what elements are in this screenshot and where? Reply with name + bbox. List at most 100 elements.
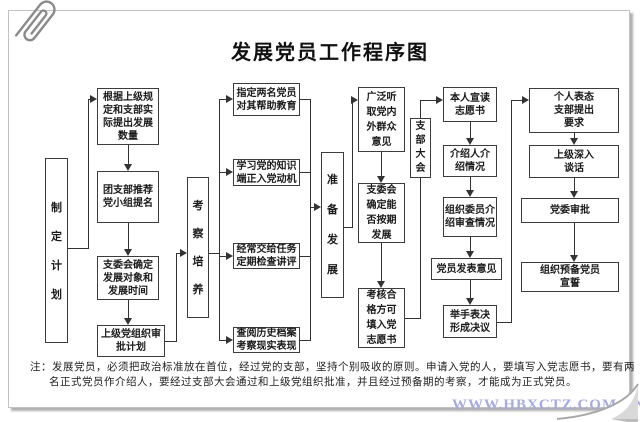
node-label: 组织委员介绍审查情况 [445,205,495,229]
stage-make-plan: 制定计划 [45,158,68,343]
page-title: 发展党员工作程序图 [231,40,429,64]
arrowhead-icon [466,190,474,197]
connector-line [344,227,352,228]
connector-line [420,100,421,118]
connector-line [209,253,219,254]
flow-node-vote-resolution: 举手表决形成决议 [443,305,497,338]
arrowhead-icon [466,251,474,258]
node-label: 上级深入谈话 [554,149,594,174]
page-curl-icon [556,383,639,422]
stage-label: 支部大会 [415,121,426,174]
arrowhead-icon [124,249,132,256]
arrowhead-icon [124,318,132,325]
arrowhead-icon [351,96,358,104]
flow-node-approve-plan: 上级党组织审批计划 [97,325,165,357]
connector-line [470,237,471,252]
flow-node-recommend: 团支部推荐党小组提名 [97,171,159,223]
arrowhead-icon [226,168,233,176]
node-label: 本人宣读志愿书 [450,92,490,117]
connector-line [176,253,177,342]
connector-line [420,100,438,101]
arrowhead-icon [377,281,385,288]
connector-line [405,318,420,319]
flow-node-solicit-opinions: 广泛听取党内外群众意见 [358,87,405,152]
connector-line [68,248,88,249]
flow-node-committee-review: 组织委员介绍审查情况 [443,197,497,237]
flow-node-oath-ceremony: 组织预备党员宣誓 [521,262,619,292]
arrowhead-icon [570,138,578,145]
stage-label: 制定计划 [51,200,62,301]
connector-line [470,280,471,299]
connector-line [219,99,220,340]
connector-line [219,340,227,341]
node-label: 个人表态支部提出要求 [554,92,594,129]
connector-line [497,322,511,323]
watermark-text: WWW.HBXCTZ.COM.CN [452,397,640,413]
node-label: 指定两名党员对其帮助教育 [236,87,297,112]
connector-line [300,340,310,341]
stage-label: 准备发展 [327,173,338,276]
arrowhead-icon [226,336,233,344]
connector-line [300,172,310,173]
connector-line [381,243,382,282]
flow-node-party-committee-approval: 党委审批 [521,198,619,223]
connector-line [352,100,353,228]
connector-line [300,256,310,257]
flow-node-review-history: 查阅历史档案考察现实表现 [233,327,300,353]
connector-line [511,100,523,101]
arrowhead-icon [436,96,443,104]
arrowhead-icon [466,138,474,145]
connector-line [219,99,227,100]
node-label: 党委审批 [550,205,590,216]
flow-node-confirm-target: 支委会确定发展对象和发展时间 [97,256,159,300]
arrowhead-icon [570,255,578,262]
connector-line [381,152,382,177]
arrowhead-icon [226,252,233,260]
arrowhead-icon [180,249,187,257]
connector-line [574,178,575,192]
flow-node-assign-tasks: 经常交给任务定期检查讲评 [233,243,300,269]
connector-line [310,207,315,208]
connector-line [511,100,512,323]
connector-line [128,145,129,166]
node-label: 广泛听取党内外群众意见 [366,91,397,148]
arrowhead-icon [466,298,474,305]
footnote: 注：发展党员，必须把政治标准放在首位，经过党的支部，坚持个别吸收的原则。申请入党… [30,361,635,388]
node-label: 上级党组织审批计划 [101,329,161,353]
node-label: 查阅历史档案考察现实表现 [236,328,297,352]
stage-prepare: 准备发展 [321,152,344,298]
arrowhead-icon [314,203,321,211]
node-label: 支委会确定发展对象和发展时间 [103,259,153,297]
connector-line [176,253,181,254]
connector-line [300,99,310,100]
connector-line [219,172,227,173]
connector-line [88,99,89,249]
flow-node-study-knowledge: 学习党的知识端正入党动机 [233,159,300,186]
node-label: 考核合格方可填入党志愿书 [366,290,397,346]
arrowhead-icon [124,164,132,171]
arrowhead-icon [377,176,385,183]
connector-line [574,223,575,256]
node-label: 举手表决形成决议 [450,309,490,334]
connector-line [310,99,311,341]
node-label: 根据上级规定和支部实际提出发展数量 [103,91,153,142]
flow-node-fill-application: 考核合格方可填入党志愿书 [358,288,405,348]
stage-cultivate: 考察培养 [187,177,209,318]
stage-label: 考察培养 [192,198,204,296]
arrowhead-icon [226,95,233,103]
paperclip-icon [14,0,56,42]
flow-node-superior-talk: 上级深入谈话 [529,145,619,178]
node-label: 学习党的知识端正入党动机 [236,160,297,185]
connector-line [470,177,471,191]
arrowhead-icon [570,191,578,198]
flow-node-plan-quantity: 根据上级规定和支部实际提出发展数量 [97,88,159,145]
connector-line [165,341,176,342]
flow-node-personal-statement: 个人表态支部提出要求 [529,88,619,133]
flow-node-introducer-remarks: 介绍人介绍情况 [443,145,497,177]
node-label: 介绍人介绍情况 [450,149,490,173]
connector-line [128,223,129,251]
stage-branch-meeting: 支部大会 [410,118,431,178]
flow-node-committee-confirm: 支委会确定能否按期发展 [358,183,405,243]
connector-line [128,300,129,320]
